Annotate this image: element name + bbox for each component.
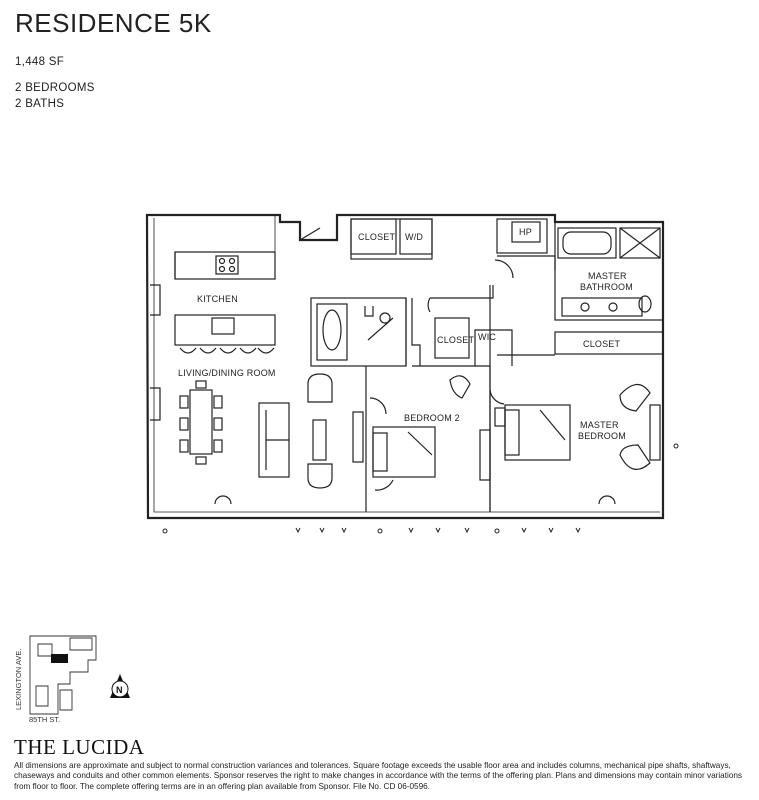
street-lexington: LEXINGTON AVE. (14, 649, 23, 710)
label-master-bathroom-1: MASTER (588, 271, 627, 281)
street-85th: 85TH ST. (29, 715, 60, 724)
bed-icon (372, 426, 436, 478)
residence-title: RESIDENCE 5K (15, 8, 212, 38)
label-hp: HP (519, 227, 532, 237)
brand-logo: THE LUCIDA (14, 735, 145, 759)
label-closet-2: CLOSET (583, 339, 621, 349)
kitchen-island (174, 314, 276, 346)
label-master-bedroom-1: MASTER (580, 420, 619, 430)
dining-table-icon (189, 389, 213, 455)
label-closet-1: CLOSET (358, 232, 396, 242)
north-arrow-icon (110, 674, 130, 698)
area-label: 1,448 SF (15, 56, 65, 68)
bathroom-2 (310, 297, 407, 367)
label-wic: WIC (478, 332, 496, 342)
baths-label: 2 BATHS (15, 98, 65, 110)
exterior-wall (145, 213, 665, 520)
floor-plan: KITCHEN LIVING/DINING ROOM CLOSET W/D HP… (14, 213, 679, 724)
label-wd: W/D (405, 232, 423, 242)
label-master-bathroom-2: BATHROOM (580, 282, 633, 292)
label-closet-3: CLOSET (437, 335, 475, 345)
label-bedroom-2: BEDROOM 2 (404, 413, 460, 423)
label-master-bedroom-2: BEDROOM (578, 431, 626, 441)
bedrooms-label: 2 BEDROOMS (15, 82, 95, 94)
stove-icon (215, 255, 239, 275)
key-plan (29, 635, 97, 715)
north-label: N (116, 685, 123, 695)
unit-highlight (51, 654, 68, 663)
label-living-dining: LIVING/DINING ROOM (178, 368, 276, 378)
label-kitchen: KITCHEN (197, 294, 238, 304)
disclaimer-text: All dimensions are approximate and subje… (14, 761, 743, 791)
master-bathroom (554, 221, 664, 321)
master-bed-icon (504, 404, 571, 461)
